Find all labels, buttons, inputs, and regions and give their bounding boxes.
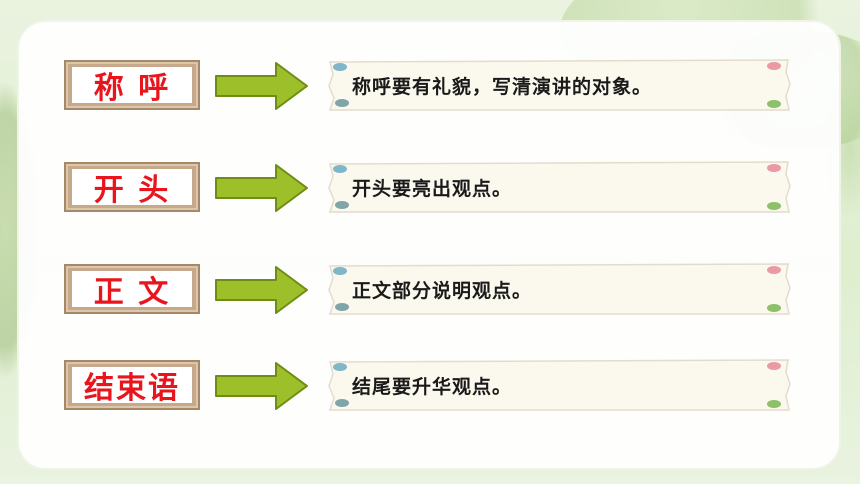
- pin-dot-pink: [767, 266, 781, 274]
- row-opening: 开 头 开头要亮出观点。: [0, 158, 860, 218]
- label-frame: 称 呼: [64, 60, 200, 110]
- note-card: 正文部分说明观点。: [326, 262, 792, 316]
- note-card: 开头要亮出观点。: [326, 160, 792, 214]
- pin-dot-green: [767, 100, 781, 108]
- label-text: 结束语: [84, 371, 180, 406]
- label-text: 称 呼: [93, 71, 171, 106]
- note-text: 正文部分说明观点。: [352, 279, 533, 302]
- arrow-right-icon: [215, 62, 308, 110]
- note-text: 称呼要有礼貌，写清演讲的对象。: [352, 75, 653, 98]
- pin-dot-pink: [767, 164, 781, 172]
- row-salutation: 称 呼 称呼要有礼貌，写清演讲的对象。: [0, 56, 860, 116]
- label-text: 开 头: [93, 173, 171, 208]
- label-frame: 正 文: [64, 264, 200, 314]
- arrow-right-icon: [215, 266, 308, 314]
- pin-dot-green: [767, 202, 781, 210]
- pin-dot-teal: [335, 201, 349, 209]
- pin-dot-teal: [335, 399, 349, 407]
- note-text: 开头要亮出观点。: [352, 177, 513, 200]
- note-card: 称呼要有礼貌，写清演讲的对象。: [326, 58, 792, 112]
- pin-dot-teal: [335, 303, 349, 311]
- pin-dot-pink: [767, 62, 781, 70]
- note-text: 结尾要升华观点。: [352, 375, 513, 398]
- arrow-right-icon: [215, 164, 308, 212]
- pin-dot-teal: [335, 99, 349, 107]
- label-text: 正 文: [93, 275, 171, 310]
- pin-dot-blue: [333, 165, 347, 173]
- label-frame: 结束语: [64, 360, 200, 410]
- pin-dot-blue: [333, 63, 347, 71]
- pin-dot-blue: [333, 363, 347, 371]
- row-body: 正 文 正文部分说明观点。: [0, 260, 860, 320]
- note-card: 结尾要升华观点。: [326, 358, 792, 412]
- pin-dot-green: [767, 304, 781, 312]
- row-closing: 结束语 结尾要升华观点。: [0, 356, 860, 416]
- pin-dot-green: [767, 400, 781, 408]
- pin-dot-pink: [767, 362, 781, 370]
- pin-dot-blue: [333, 267, 347, 275]
- arrow-right-icon: [215, 362, 308, 410]
- label-frame: 开 头: [64, 162, 200, 212]
